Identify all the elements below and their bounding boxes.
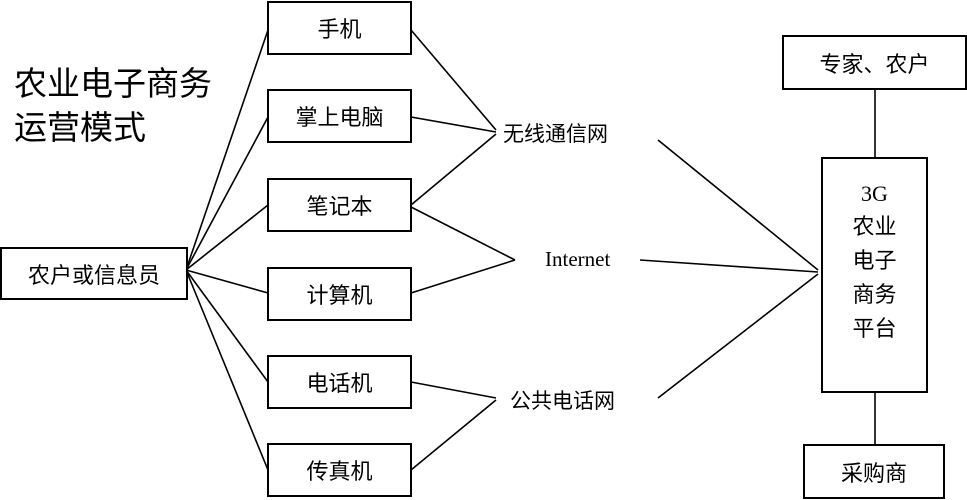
line-user-telephone — [185, 269, 269, 383]
node-experts-farmers: 专家、农户 — [782, 35, 967, 90]
line-fax-pstn — [410, 399, 497, 471]
platform-line-4: 商务 — [852, 283, 897, 308]
line-internet-platform — [639, 259, 819, 273]
platform-line-5: 平台 — [852, 317, 897, 342]
platform-line-1: 3G — [861, 181, 888, 206]
node-wireless-network: 无线通信网 — [503, 122, 608, 146]
line-laptop-internet — [410, 206, 516, 261]
line-laptop-wireless — [410, 133, 497, 206]
node-internet: Internet — [545, 247, 611, 271]
node-public-telephone-network: 公共电话网 — [510, 389, 615, 413]
node-telephone: 电话机 — [267, 355, 412, 409]
line-computer-internet — [410, 259, 516, 294]
line-user-pda — [185, 116, 269, 271]
line-pda-wireless — [410, 116, 497, 133]
line-user-phone — [185, 29, 269, 271]
node-fax: 传真机 — [267, 443, 412, 497]
line-phone-wireless — [410, 29, 497, 131]
line-telephone-pstn — [410, 381, 497, 399]
platform-line-3: 电子 — [852, 249, 897, 274]
line-user-laptop — [185, 204, 269, 271]
title-line-2: 运营模式 — [14, 108, 146, 147]
node-purchaser: 采购商 — [803, 444, 945, 499]
node-phone: 手机 — [267, 1, 412, 55]
node-user: 农户或信息员 — [0, 247, 188, 300]
line-user-computer — [185, 269, 269, 294]
platform-line-2: 农业 — [852, 215, 897, 240]
node-pda: 掌上电脑 — [267, 89, 412, 143]
title-line-1: 农业电子商务 — [14, 64, 212, 103]
line-user-fax — [185, 269, 269, 471]
line-pstn-platform — [657, 273, 819, 399]
node-computer: 计算机 — [267, 267, 412, 321]
node-platform: 3G 农业 电子 商务 平台 — [821, 157, 928, 393]
line-wireless-platform — [657, 139, 819, 271]
node-laptop: 笔记本 — [267, 178, 412, 232]
diagram-title: 农业电子商务 运营模式 — [14, 62, 212, 150]
